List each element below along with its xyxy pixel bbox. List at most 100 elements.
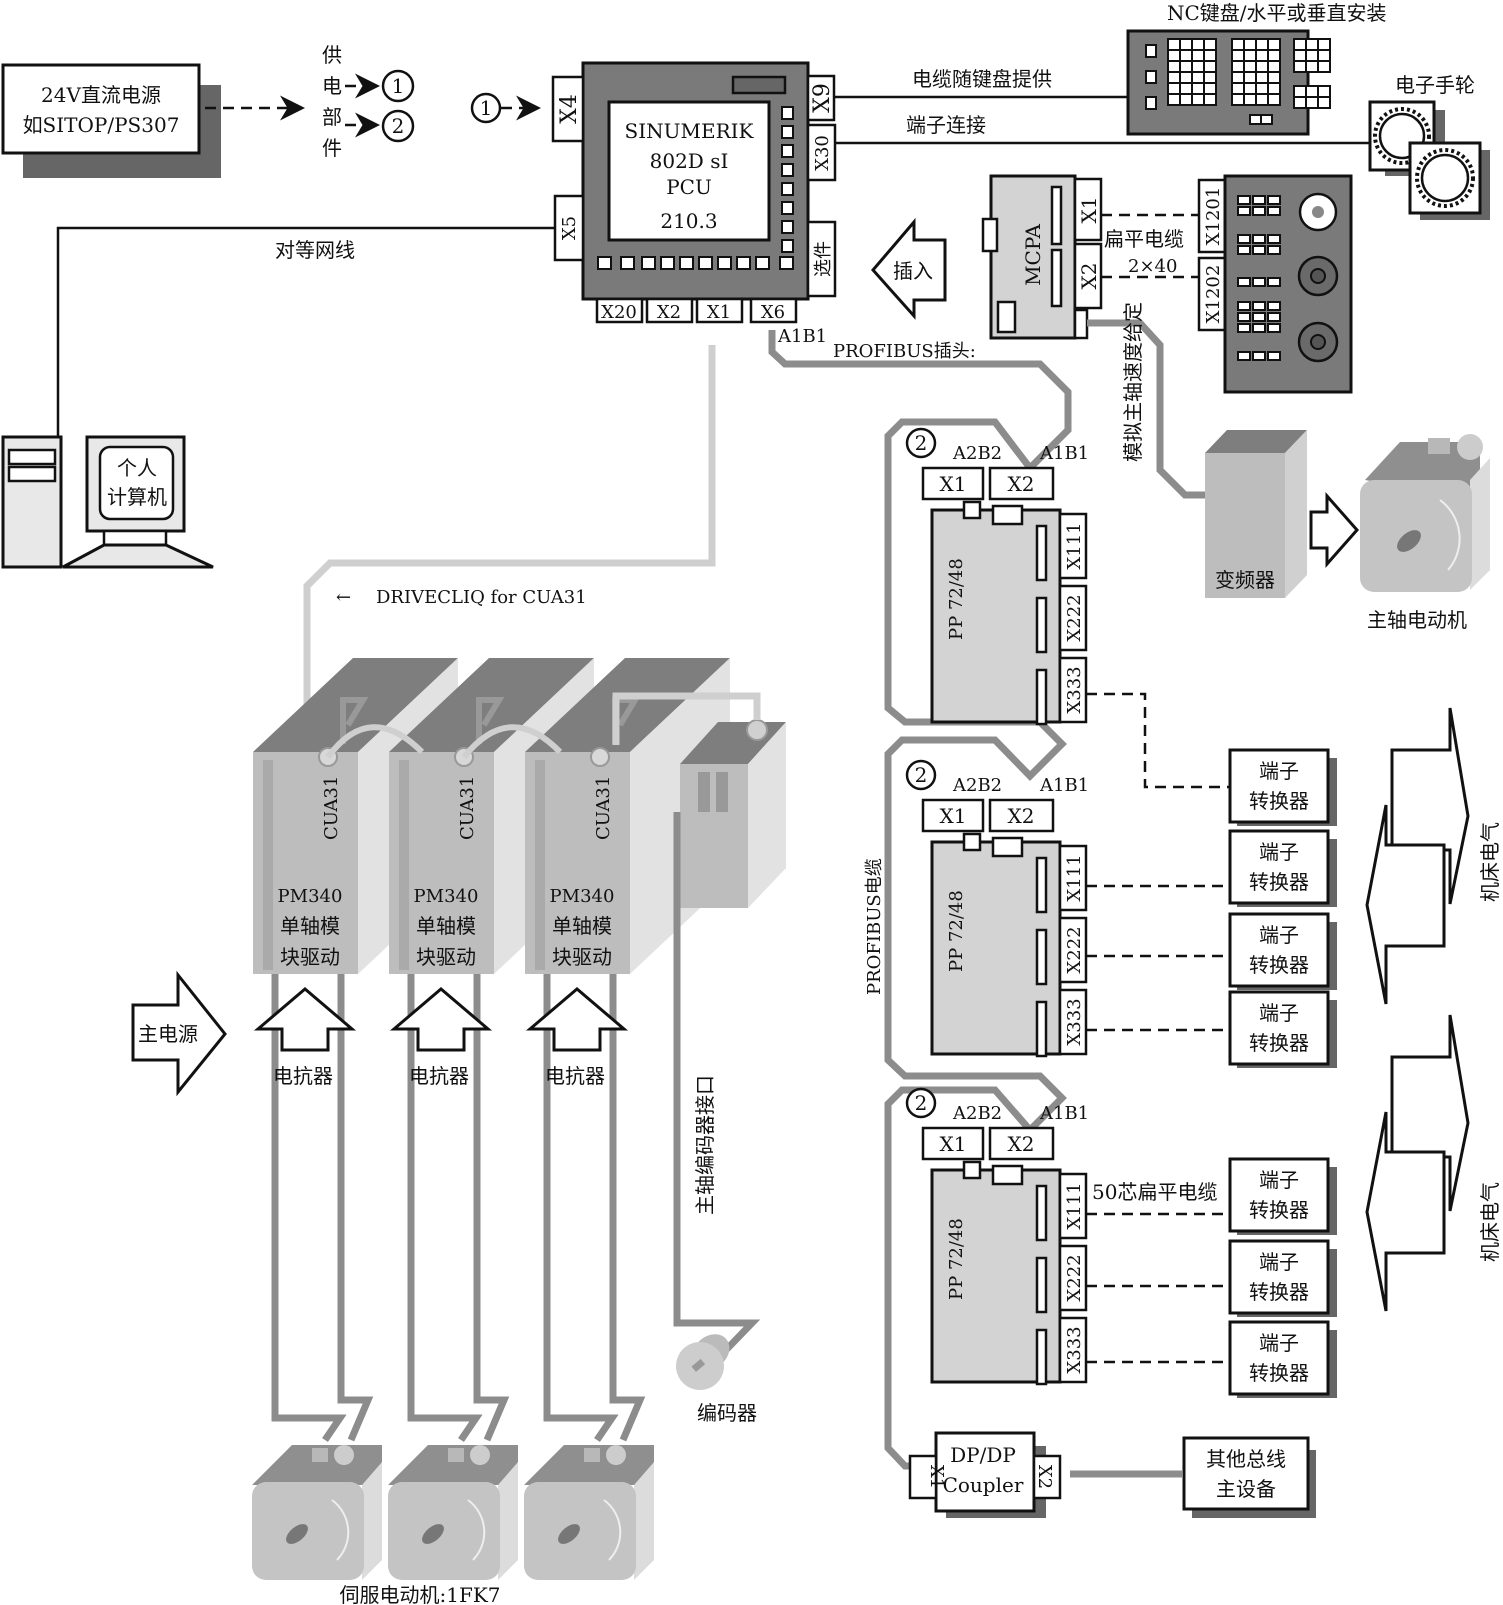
mcp-key[interactable] <box>1267 245 1281 255</box>
port-x9[interactable]: X9 <box>806 74 836 122</box>
mcp-key[interactable] <box>1237 245 1251 255</box>
nc-key[interactable] <box>1255 71 1269 84</box>
port-x30[interactable]: X30 <box>806 123 837 182</box>
mcp-key[interactable] <box>1237 323 1251 333</box>
mcp-port-x1202[interactable]: X1202 <box>1197 256 1227 332</box>
port-x1[interactable]: X1 <box>695 297 744 324</box>
nc-key[interactable] <box>1243 71 1257 84</box>
pcu-softkey[interactable] <box>736 256 751 270</box>
port-option[interactable]: 选件 <box>806 220 837 298</box>
nc-key[interactable] <box>1260 114 1273 125</box>
pcu-softkey[interactable] <box>660 256 675 270</box>
mcp-key[interactable] <box>1252 323 1266 333</box>
nc-key[interactable] <box>1179 82 1193 95</box>
nc-key[interactable] <box>1267 38 1281 51</box>
nc-key[interactable] <box>1191 60 1205 73</box>
nc-key[interactable] <box>1231 60 1245 73</box>
pcu-softkey[interactable] <box>779 256 794 270</box>
pp-port-x1[interactable]: X1 <box>921 466 985 501</box>
nc-key[interactable] <box>1145 96 1157 110</box>
nc-key[interactable] <box>1267 93 1281 106</box>
nc-key[interactable] <box>1267 71 1281 84</box>
mcp-key[interactable] <box>1237 277 1251 287</box>
nc-key[interactable] <box>1305 85 1319 98</box>
pcu-softkey[interactable] <box>717 256 732 270</box>
pp-port-x222[interactable]: X222 <box>1058 916 1088 984</box>
dp-coupler-port-x1[interactable]: X1 <box>908 1454 947 1500</box>
dp-coupler-port-x2[interactable]: X2 <box>1032 1454 1062 1500</box>
nc-key[interactable] <box>1267 49 1281 62</box>
pp-port-x2[interactable]: X2 <box>988 798 1055 833</box>
nc-key[interactable] <box>1167 71 1181 84</box>
nc-key[interactable] <box>1145 70 1157 84</box>
mcpa-port-x1[interactable]: X1 <box>1073 177 1103 242</box>
nc-key[interactable] <box>1167 49 1181 62</box>
mcp-port-x1201[interactable]: X1201 <box>1197 178 1227 254</box>
mcp-key[interactable] <box>1237 195 1251 205</box>
mcp-key[interactable] <box>1252 277 1266 287</box>
nc-key[interactable] <box>1231 38 1245 51</box>
nc-key[interactable] <box>1243 82 1257 95</box>
nc-key[interactable] <box>1191 49 1205 62</box>
nc-key[interactable] <box>1317 38 1331 51</box>
mcp-key[interactable] <box>1252 312 1266 322</box>
mcp-key[interactable] <box>1267 301 1281 311</box>
mcp-key[interactable] <box>1267 323 1281 333</box>
pcu-softkey[interactable] <box>641 256 656 270</box>
pcu-softkey[interactable] <box>781 239 794 253</box>
pp-port-x111[interactable]: X111 <box>1058 512 1088 580</box>
pcu-softkey[interactable] <box>781 163 794 177</box>
pp-port-x2[interactable]: X2 <box>988 466 1055 501</box>
pcu-softkey[interactable] <box>597 256 612 270</box>
nc-key[interactable] <box>1305 96 1319 109</box>
nc-key[interactable] <box>1203 49 1217 62</box>
nc-key[interactable] <box>1267 60 1281 73</box>
nc-key[interactable] <box>1293 60 1307 73</box>
nc-key[interactable] <box>1203 71 1217 84</box>
nc-key[interactable] <box>1317 60 1331 73</box>
nc-key[interactable] <box>1255 38 1269 51</box>
mcp-key[interactable] <box>1252 245 1266 255</box>
mcp-key[interactable] <box>1267 206 1281 216</box>
nc-key[interactable] <box>1167 93 1181 106</box>
pp-port-x333[interactable]: X333 <box>1058 1316 1088 1384</box>
nc-key[interactable] <box>1191 82 1205 95</box>
pp-port-x111[interactable]: X111 <box>1058 844 1088 912</box>
pcu-softkey[interactable] <box>755 256 770 270</box>
nc-key[interactable] <box>1179 71 1193 84</box>
mcp-key[interactable] <box>1237 312 1251 322</box>
nc-key[interactable] <box>1317 85 1331 98</box>
pcu-softkey[interactable] <box>781 106 794 120</box>
nc-key[interactable] <box>1145 44 1157 58</box>
pcu-softkey[interactable] <box>781 182 794 196</box>
mcp-key[interactable] <box>1267 277 1281 287</box>
nc-key[interactable] <box>1179 93 1193 106</box>
pp-port-x222[interactable]: X222 <box>1058 584 1088 652</box>
mcp-key[interactable] <box>1237 206 1251 216</box>
nc-key[interactable] <box>1243 49 1257 62</box>
nc-key[interactable] <box>1231 93 1245 106</box>
nc-key[interactable] <box>1255 82 1269 95</box>
pcu-softkey[interactable] <box>679 256 694 270</box>
pp-port-x222[interactable]: X222 <box>1058 1244 1088 1312</box>
pp-port-x1[interactable]: X1 <box>921 798 985 833</box>
pp-port-x333[interactable]: X333 <box>1058 656 1088 724</box>
nc-key[interactable] <box>1317 49 1331 62</box>
mcp-key[interactable] <box>1267 195 1281 205</box>
port-x6[interactable]: X6 <box>749 297 798 324</box>
nc-key[interactable] <box>1191 93 1205 106</box>
nc-key[interactable] <box>1191 38 1205 51</box>
nc-key[interactable] <box>1255 60 1269 73</box>
mcp-key[interactable] <box>1252 234 1266 244</box>
nc-key[interactable] <box>1179 49 1193 62</box>
mcp-key[interactable] <box>1267 351 1281 361</box>
mcp-key[interactable] <box>1267 312 1281 322</box>
pcu-softkey[interactable] <box>620 256 635 270</box>
nc-key[interactable] <box>1305 60 1319 73</box>
mcp-key[interactable] <box>1252 351 1266 361</box>
nc-key[interactable] <box>1191 71 1205 84</box>
nc-key[interactable] <box>1203 60 1217 73</box>
nc-key[interactable] <box>1255 49 1269 62</box>
pp-port-x111[interactable]: X111 <box>1058 1172 1088 1240</box>
nc-key[interactable] <box>1203 38 1217 51</box>
